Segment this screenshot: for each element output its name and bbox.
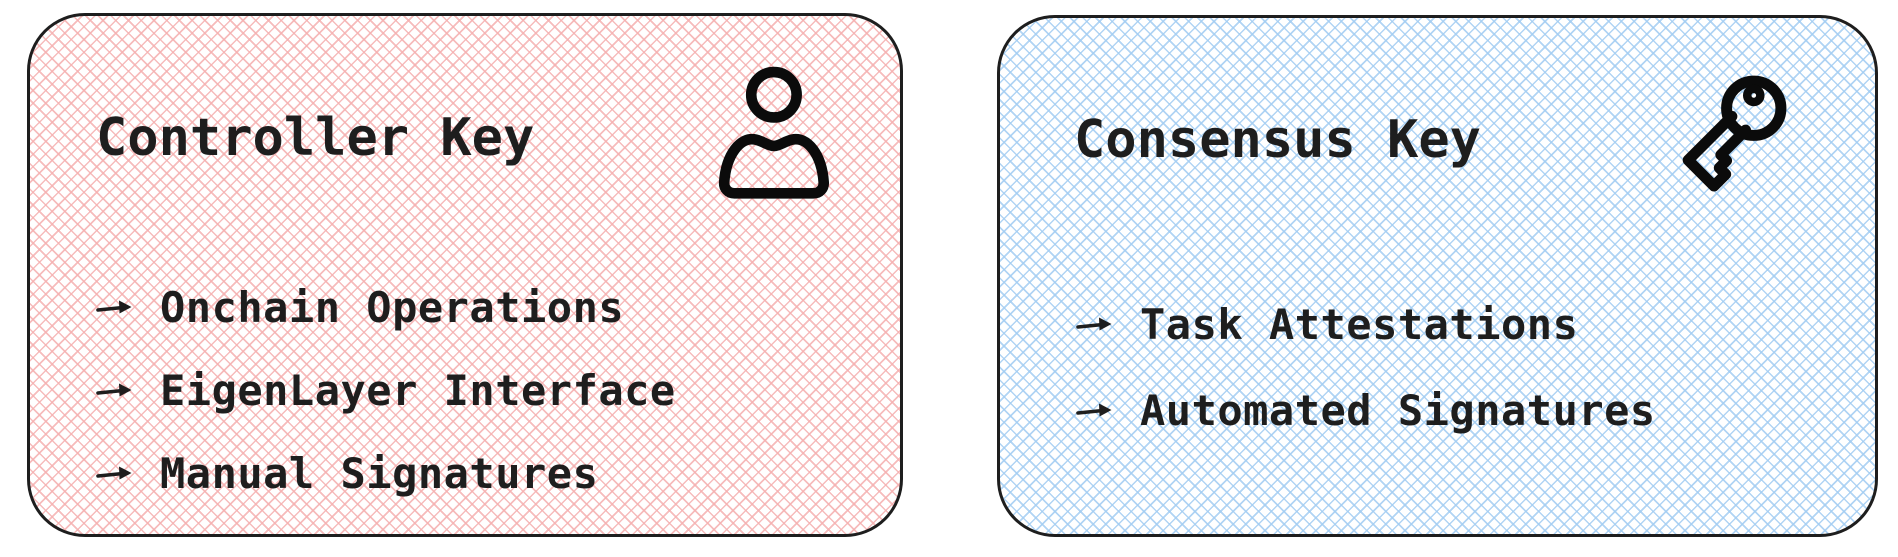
user-icon: [714, 60, 830, 202]
bullet-label: Onchain Operations: [160, 283, 625, 332]
bullet-label: Manual Signatures: [160, 449, 599, 498]
arrow-icon: [1076, 403, 1112, 417]
bullet-row: Onchain Operations: [96, 284, 676, 332]
bullet-row: EigenLayer Interface: [96, 367, 676, 415]
bullet-row: Automated Signatures: [1076, 387, 1656, 435]
bullet-row: Task Attestations: [1076, 301, 1656, 349]
card-consensus-key: Consensus Key Task Attestations Automate…: [997, 15, 1878, 537]
card-controller-key: Controller Key Onchain Operations EigenL…: [27, 13, 903, 537]
arrow-icon: [96, 300, 132, 314]
arrow-icon: [1076, 317, 1112, 331]
arrow-icon: [96, 383, 132, 397]
consensus-key-title: Consensus Key: [1074, 110, 1481, 170]
bullet-label: Automated Signatures: [1140, 386, 1656, 435]
controller-key-title: Controller Key: [96, 108, 535, 168]
bullet-label: EigenLayer Interface: [160, 366, 676, 415]
arrow-icon: [96, 466, 132, 480]
controller-key-bullet-list: Onchain Operations EigenLayer Interface …: [96, 284, 676, 498]
bullet-label: Task Attestations: [1140, 300, 1579, 349]
consensus-key-bullet-list: Task Attestations Automated Signatures: [1076, 301, 1656, 435]
key-icon: [1658, 54, 1808, 204]
bullet-row: Manual Signatures: [96, 450, 676, 498]
